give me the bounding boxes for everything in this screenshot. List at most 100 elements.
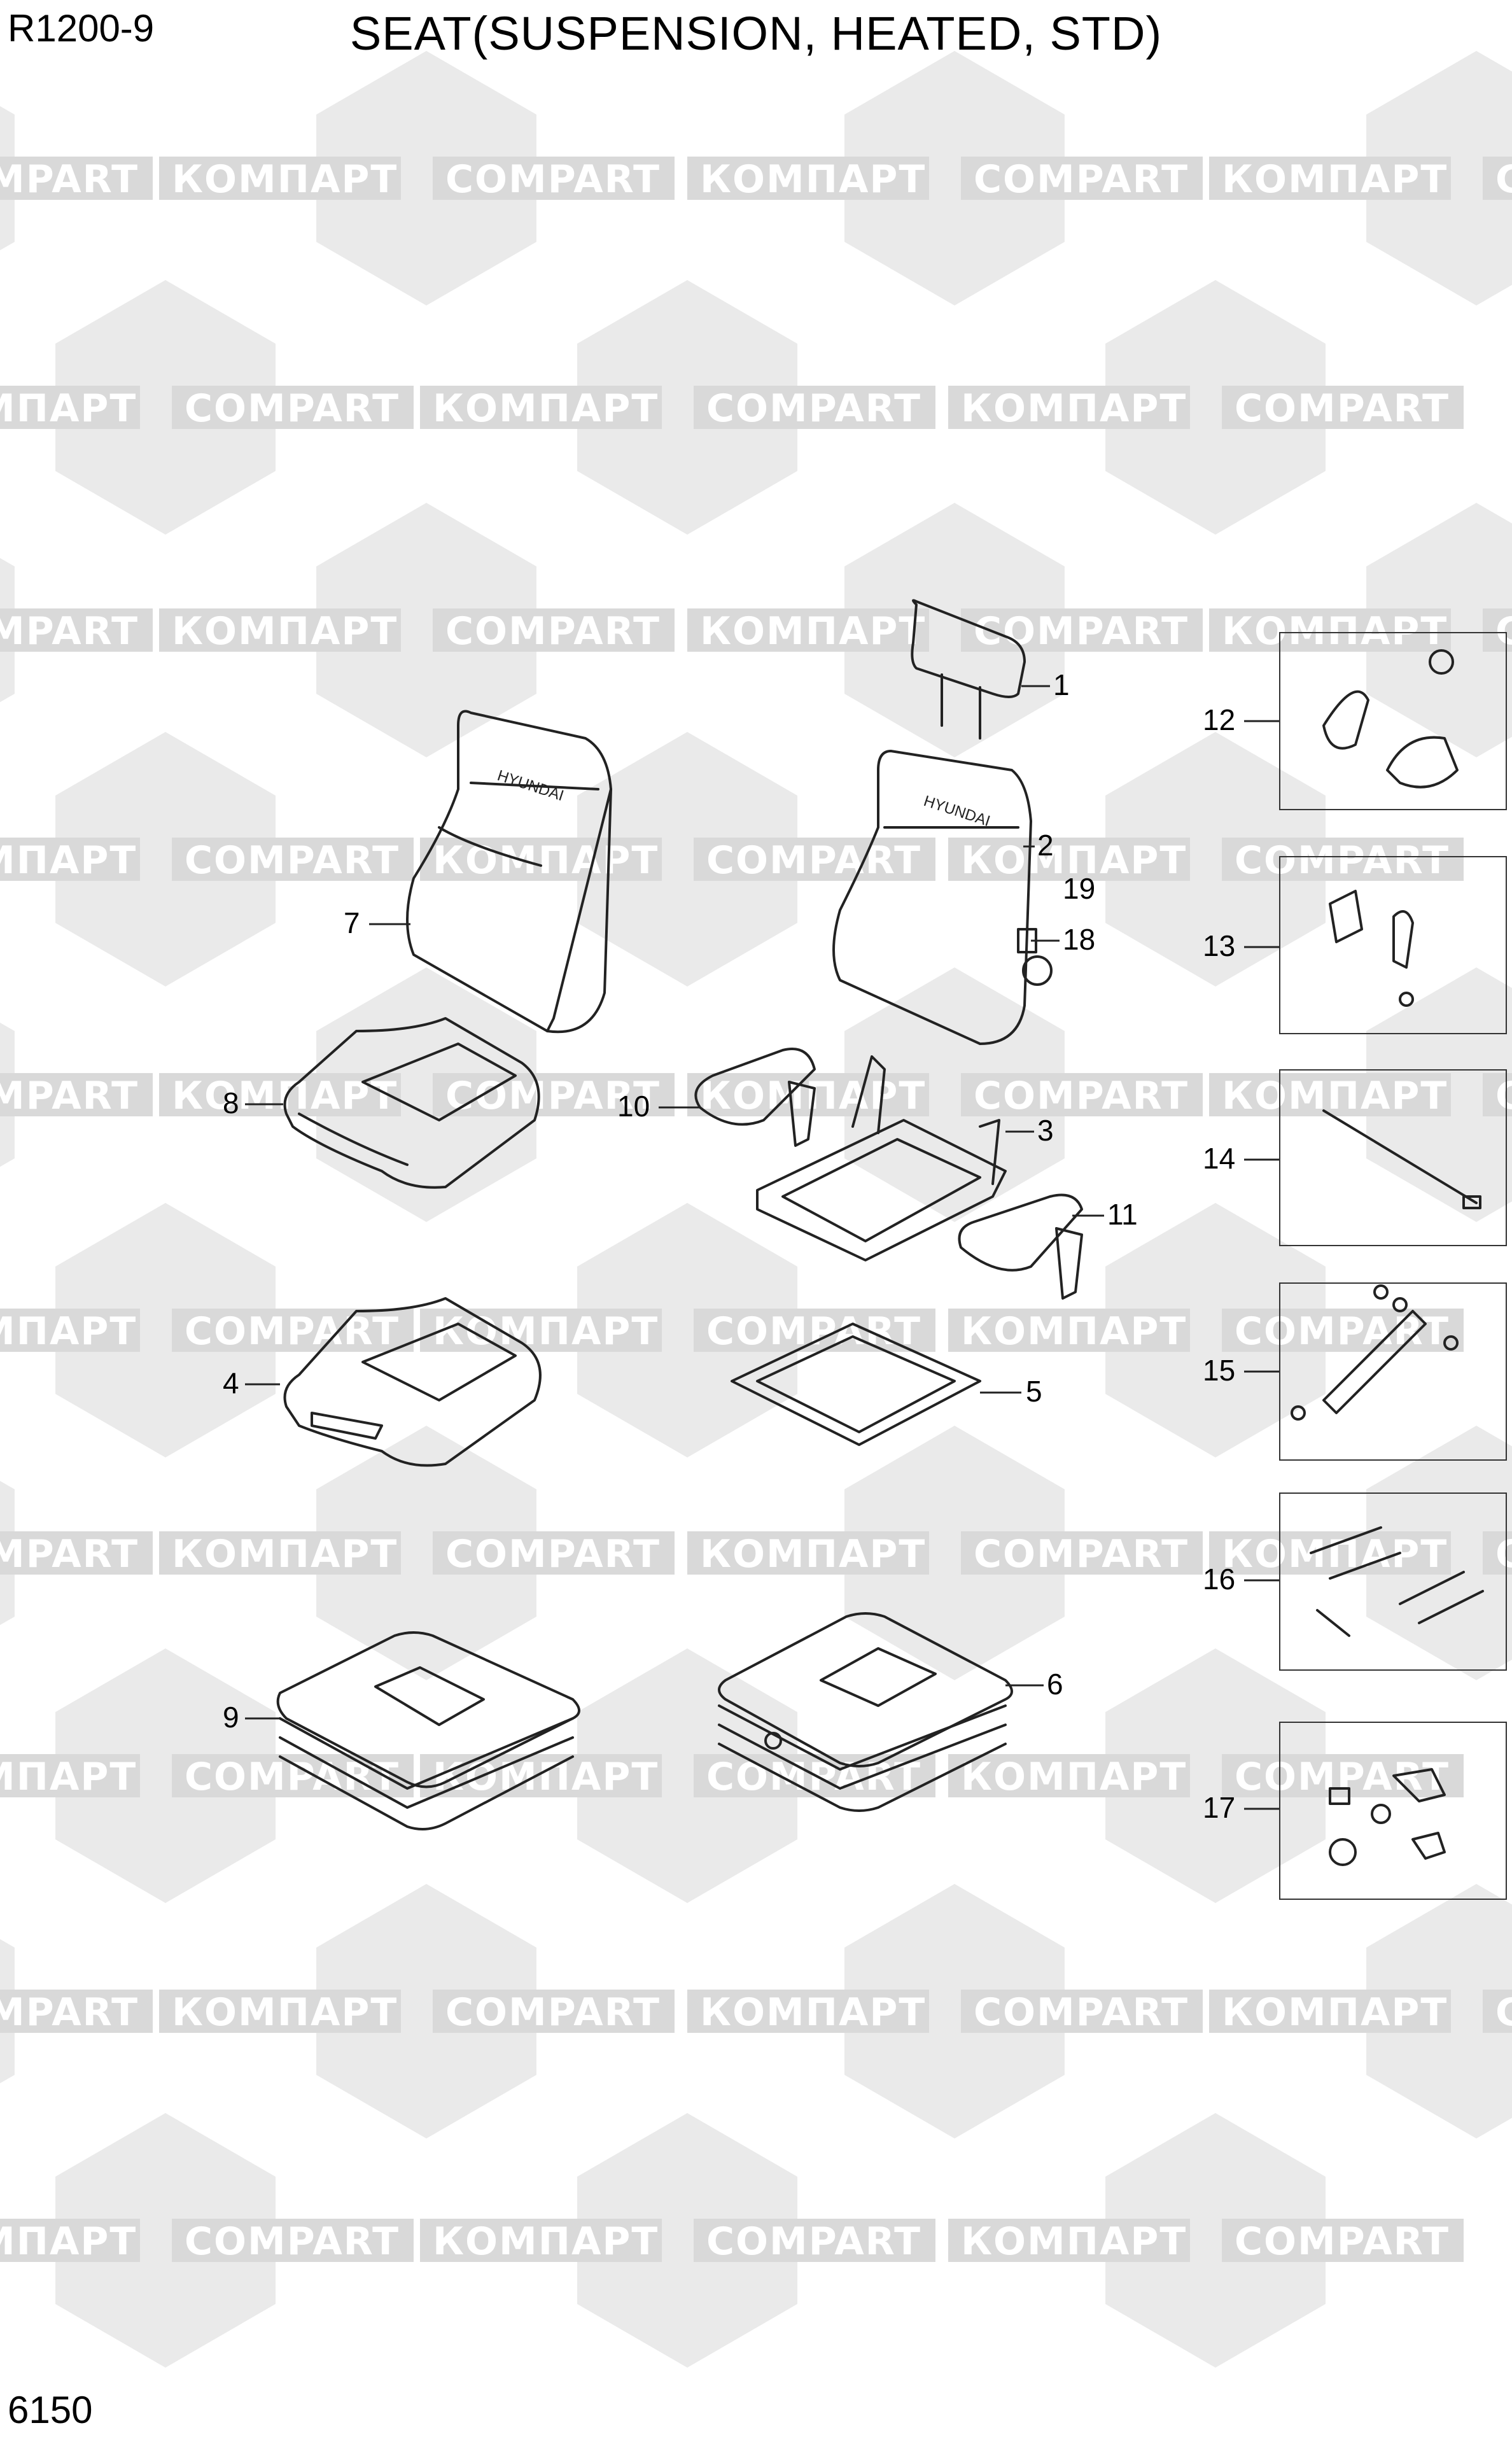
- box-16-contents: [1310, 1526, 1484, 1637]
- part-7-backrest: HYUNDAI: [406, 710, 612, 1034]
- callout-18[interactable]: 18: [1063, 923, 1096, 956]
- svg-text:COMPART: COMPART: [974, 157, 1189, 202]
- page-number: 6150: [8, 2389, 93, 2431]
- svg-text:КОМПАРТ: КОМПАРТ: [0, 838, 137, 883]
- leader-lines: [245, 685, 1279, 1810]
- svg-text:COMPART: COMPART: [1495, 609, 1512, 654]
- svg-text:COMPART: COMPART: [706, 838, 921, 883]
- svg-text:КОМПАРТ: КОМПАРТ: [433, 2219, 659, 2264]
- callout-6[interactable]: 6: [1047, 1668, 1063, 1701]
- callout-16[interactable]: 16: [1203, 1563, 1236, 1596]
- svg-text:КОМПАРТ: КОМПАРТ: [172, 1532, 398, 1577]
- kit-box-15: [1279, 1282, 1507, 1461]
- callout-9[interactable]: 9: [223, 1701, 239, 1734]
- svg-text:КОМПАРТ: КОМПАРТ: [172, 1990, 398, 2035]
- svg-text:КОМПАРТ: КОМПАРТ: [0, 386, 137, 431]
- svg-text:COMPART: COMPART: [1495, 1074, 1512, 1118]
- callout-12[interactable]: 12: [1203, 703, 1236, 736]
- callout-5[interactable]: 5: [1026, 1375, 1042, 1408]
- watermark-tile: КОМПАРТ COMPART: [1209, 1884, 1512, 2138]
- callout-19[interactable]: 19: [1063, 872, 1096, 905]
- callout-11[interactable]: 11: [1107, 1198, 1138, 1231]
- svg-text:КОМПАРТ: КОМПАРТ: [961, 386, 1187, 431]
- svg-text:COMPART: COMPART: [974, 1990, 1189, 2035]
- part-11-armrest: [958, 1193, 1083, 1300]
- svg-text:COMPART: COMPART: [1495, 157, 1512, 202]
- svg-text:COMPART: COMPART: [445, 1990, 661, 2035]
- part-5-slide: [731, 1323, 981, 1446]
- svg-text:КОМПАРТ: КОМПАРТ: [961, 1309, 1187, 1354]
- svg-text:КОМПАРТ: КОМПАРТ: [433, 386, 659, 431]
- callout-2[interactable]: 2: [1037, 829, 1054, 862]
- svg-text:КОМПАРТ: КОМПАРТ: [0, 2219, 137, 2264]
- svg-text:COMPART: COMPART: [1495, 1990, 1512, 2035]
- callout-14[interactable]: 14: [1203, 1142, 1236, 1175]
- svg-text:COMPART: COMPART: [974, 609, 1189, 654]
- callout-10[interactable]: 10: [617, 1090, 650, 1123]
- svg-text:COMPART: COMPART: [974, 1074, 1189, 1118]
- page-title: SEAT(SUSPENSION, HEATED, STD): [349, 7, 1163, 60]
- box-12-contents: [1322, 649, 1459, 789]
- kit-box-12: [1279, 632, 1507, 810]
- box-14-contents: [1322, 1109, 1481, 1209]
- watermark-tile: КОМПАРТ COMPART: [687, 51, 1203, 306]
- svg-text:COMPART: COMPART: [185, 386, 400, 431]
- svg-text:COMPART: COMPART: [1235, 2219, 1450, 2264]
- watermark-tile: КОМПАРТ COMPART: [420, 2113, 935, 2368]
- part-8-cushion: [283, 1017, 540, 1189]
- part-4-cushion: [283, 1297, 542, 1467]
- svg-text:COMPART: COMPART: [1235, 386, 1450, 431]
- box-15-contents: [1291, 1284, 1459, 1421]
- svg-text:COMPART: COMPART: [1235, 1755, 1450, 1799]
- callout-13[interactable]: 13: [1203, 929, 1236, 962]
- svg-text:КОМПАРТ: КОМПАРТ: [1222, 1990, 1448, 2035]
- part-3-frame: [756, 1055, 1007, 1261]
- svg-text:COMPART: COMPART: [706, 1309, 921, 1354]
- svg-text:КОМПАРТ: КОМПАРТ: [700, 157, 926, 202]
- svg-text:COMPART: COMPART: [1235, 838, 1450, 883]
- svg-text:КОМПАРТ: КОМПАРТ: [700, 1990, 926, 2035]
- callout-8[interactable]: 8: [223, 1086, 239, 1120]
- watermark-tile: КОМПАРТ COMPART: [159, 51, 675, 306]
- svg-text:КОМПАРТ: КОМПАРТ: [961, 838, 1187, 883]
- hyundai-label-7: HYUNDAI: [495, 767, 566, 804]
- svg-text:COMPART: COMPART: [706, 2219, 921, 2264]
- svg-text:COMPART: COMPART: [0, 1532, 139, 1577]
- svg-text:COMPART: COMPART: [445, 1532, 661, 1577]
- callout-3[interactable]: 3: [1037, 1114, 1054, 1147]
- hyundai-label-2: HYUNDAI: [921, 792, 992, 830]
- svg-text:COMPART: COMPART: [974, 1532, 1189, 1577]
- svg-text:КОМПАРТ: КОМПАРТ: [172, 157, 398, 202]
- box-17-contents: [1329, 1768, 1446, 1866]
- svg-text:COMPART: COMPART: [0, 1990, 139, 2035]
- kit-box-17: [1279, 1722, 1507, 1900]
- watermark-tile: КОМПАРТ COMPART: [0, 732, 414, 987]
- watermark-tile: КОМПАРТ COMPART: [948, 280, 1464, 535]
- kit-box-14: [1279, 1069, 1507, 1246]
- callout-7[interactable]: 7: [344, 906, 360, 939]
- part-6-base: [718, 1612, 1013, 1812]
- callout-4[interactable]: 4: [223, 1366, 239, 1400]
- kit-box-16: [1279, 1492, 1507, 1671]
- svg-text:COMPART: COMPART: [185, 1309, 400, 1354]
- part-9-base: [276, 1631, 580, 1830]
- callout-17[interactable]: 17: [1203, 1791, 1236, 1824]
- svg-text:КОМПАРТ: КОМПАРТ: [172, 609, 398, 654]
- svg-text:COMPART: COMPART: [185, 838, 400, 883]
- watermark-tile: КОМПАРТ COMPART: [159, 1884, 675, 2138]
- kit-box-13: [1279, 856, 1507, 1034]
- callout-1[interactable]: 1: [1053, 668, 1070, 701]
- callout-15[interactable]: 15: [1203, 1354, 1236, 1387]
- svg-text:COMPART: COMPART: [445, 157, 661, 202]
